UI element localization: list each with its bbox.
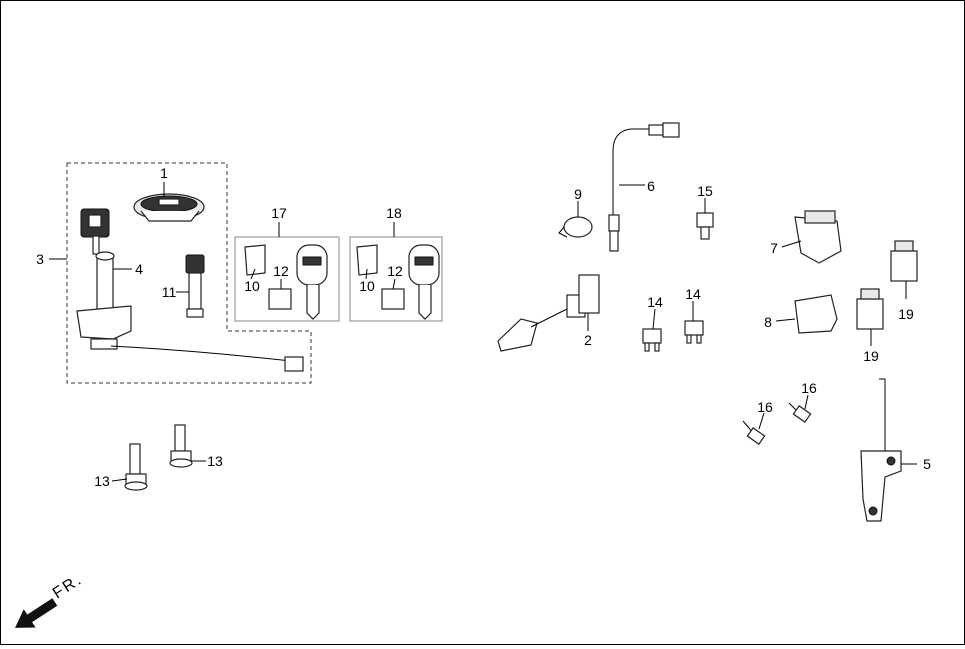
front-direction-arrow-icon — [15, 598, 58, 628]
part-sensor — [608, 122, 680, 252]
callout-14b: 14 — [685, 286, 701, 302]
callout-6: 6 — [647, 178, 655, 194]
part-bolts-16 — [742, 402, 812, 445]
part-bracket — [860, 378, 902, 522]
callout-13a: 13 — [94, 473, 110, 489]
callout-16a: 16 — [757, 399, 773, 415]
callout-11: 11 — [162, 284, 177, 300]
part-screws-13 — [124, 424, 193, 491]
callout-5: 5 — [923, 456, 931, 472]
part-fuses-14 — [642, 320, 704, 352]
part-seat-lock — [185, 254, 205, 318]
callout-14a: 14 — [647, 294, 663, 310]
callout-19a: 19 — [898, 306, 914, 322]
callout-15: 15 — [697, 183, 713, 199]
key-set-box-17 — [234, 236, 340, 322]
part-clip — [558, 216, 593, 238]
group-box-ignition — [66, 162, 312, 384]
callout-10a: 10 — [244, 278, 260, 294]
key-set-18-items — [356, 244, 440, 320]
callout-16b: 16 — [801, 380, 817, 396]
direction-label: FR. — [50, 571, 86, 603]
part-relay-block — [794, 210, 842, 264]
callout-17: 17 — [271, 205, 287, 221]
part-fuel-cap — [133, 193, 205, 222]
part-relays-19 — [856, 240, 918, 330]
callout-12a: 12 — [273, 263, 289, 279]
callout-7: 7 — [770, 240, 778, 256]
callout-9: 9 — [574, 186, 582, 202]
part-relay-cover — [794, 294, 838, 334]
callout-12b: 12 — [387, 263, 403, 279]
callout-3: 3 — [36, 251, 44, 267]
part-harness — [497, 274, 600, 352]
part-ignition-switch — [76, 208, 304, 372]
callout-10b: 10 — [359, 278, 375, 294]
key-set-box-18 — [349, 236, 443, 322]
callout-2: 2 — [584, 332, 592, 348]
callout-18: 18 — [386, 205, 402, 221]
callout-8: 8 — [764, 314, 772, 330]
callout-13b: 13 — [207, 453, 223, 469]
key-set-17-items — [244, 244, 328, 320]
callout-1: 1 — [160, 165, 168, 181]
callout-4: 4 — [135, 261, 143, 277]
leader-lines — [49, 182, 917, 482]
part-fitting — [696, 212, 714, 240]
callout-19b: 19 — [863, 348, 879, 364]
